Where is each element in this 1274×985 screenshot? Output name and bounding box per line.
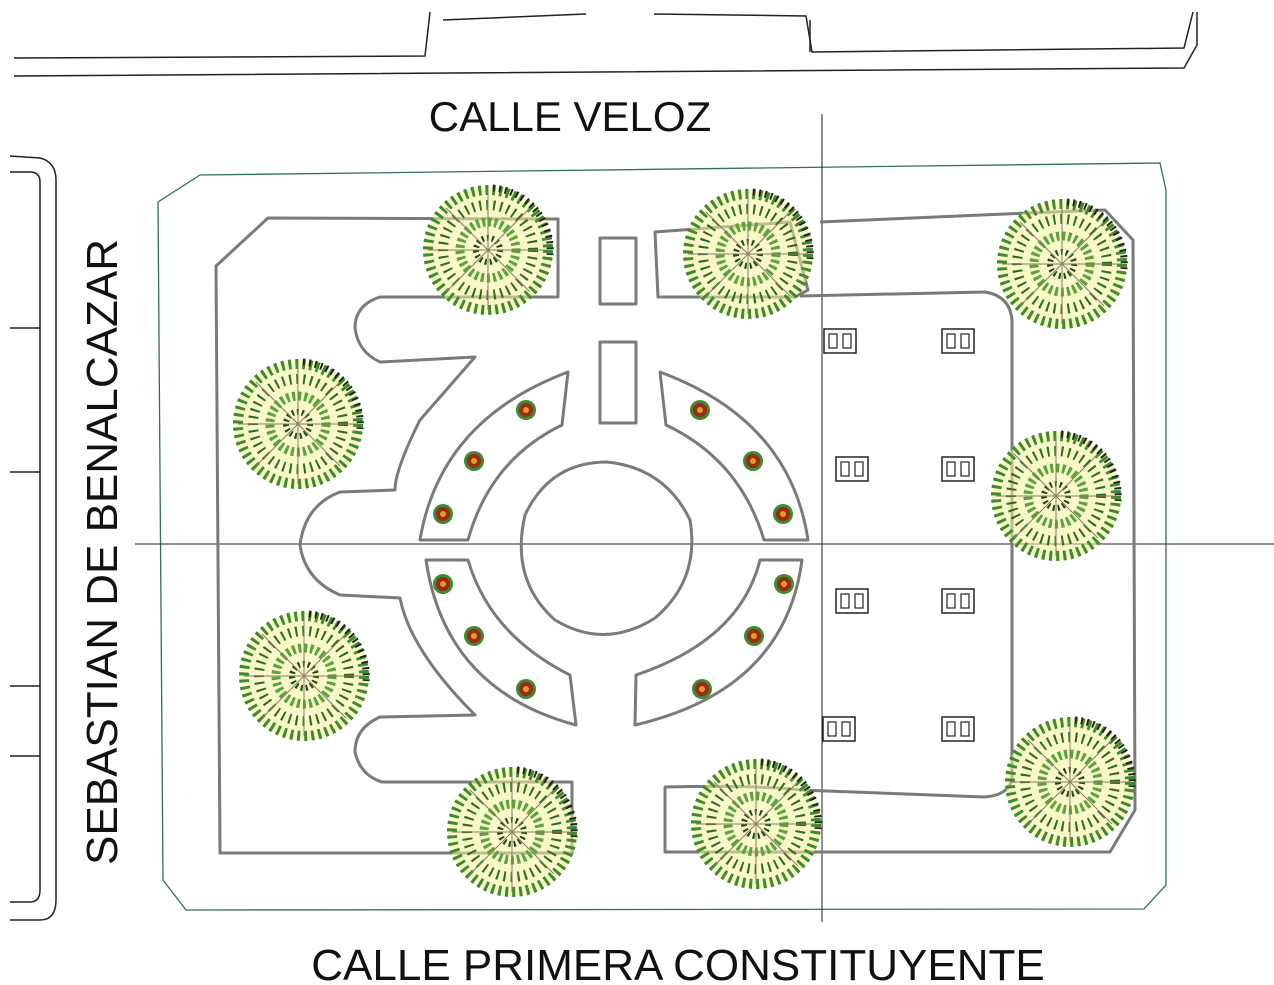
flower-icon xyxy=(743,451,763,471)
flower-icon xyxy=(433,504,453,524)
flower-icon xyxy=(692,679,712,699)
bench-icon xyxy=(941,588,975,614)
benches xyxy=(822,328,975,742)
site-boundary xyxy=(157,162,1167,911)
tree-icon xyxy=(992,432,1120,560)
street-label-west: SEBASTIAN DE BENALCAZAR xyxy=(78,239,127,865)
tree-icon xyxy=(234,360,362,488)
garden-outlines xyxy=(214,208,1137,855)
flower-shrubs xyxy=(433,400,794,699)
street-label-north: CALLE VELOZ xyxy=(429,93,711,140)
tree-icon xyxy=(448,768,576,896)
tree-icon xyxy=(692,760,820,888)
flower-icon xyxy=(516,679,536,699)
bench-icon xyxy=(835,456,869,482)
tree-icon xyxy=(240,612,368,740)
bench-icon xyxy=(941,716,975,742)
flower-icon xyxy=(464,626,484,646)
tree-icon xyxy=(998,200,1126,328)
flower-icon xyxy=(744,626,764,646)
flower-icon xyxy=(433,574,453,594)
trees xyxy=(234,186,1134,896)
tree-icon xyxy=(424,186,552,314)
bench-icon xyxy=(822,716,856,742)
flower-icon xyxy=(774,574,794,594)
bench-icon xyxy=(941,328,975,354)
bench-icon xyxy=(941,456,975,482)
west-context-lines xyxy=(9,155,57,921)
bench-icon xyxy=(823,328,857,354)
flower-icon xyxy=(773,504,793,524)
flower-icon xyxy=(690,400,710,420)
flower-icon xyxy=(516,400,536,420)
street-label-south: CALLE PRIMERA CONSTITUYENTE xyxy=(311,941,1044,985)
tree-icon xyxy=(684,190,812,318)
bench-icon xyxy=(835,588,869,614)
flower-icon xyxy=(464,451,484,471)
tree-icon xyxy=(1006,718,1134,846)
north-context-lines xyxy=(13,11,1198,77)
